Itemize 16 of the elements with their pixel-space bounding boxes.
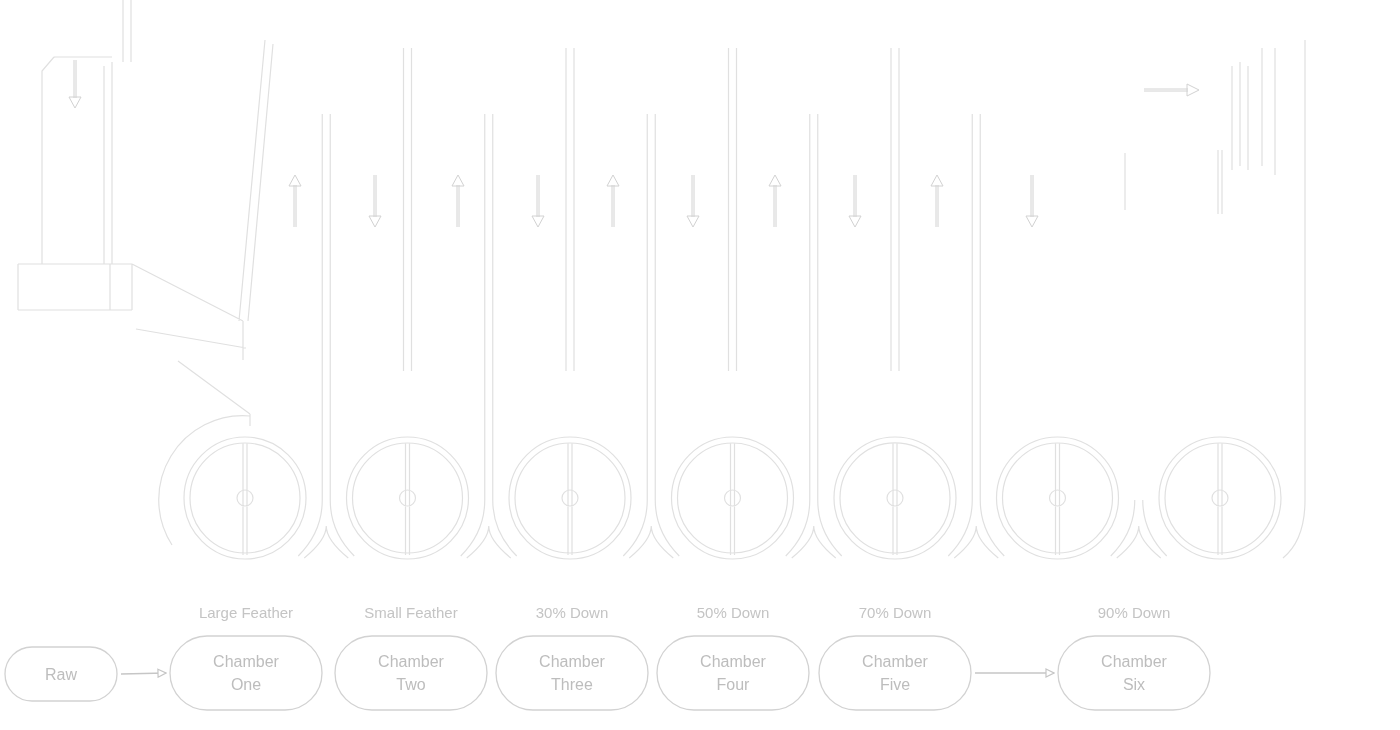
node-label: Raw (45, 664, 77, 685)
node-label: Chamber Six (1100, 652, 1168, 695)
rounded-node (5, 647, 117, 701)
node-label: Chamber Five (861, 652, 929, 695)
caption-text: Small Feather (363, 604, 459, 622)
node-label: Chamber Two (377, 652, 445, 695)
node-label: Chamber Four (699, 652, 767, 695)
node-label: Chamber Three (538, 652, 606, 695)
arrow (120, 668, 167, 678)
caption-text: 30% Down (534, 604, 610, 622)
caption-text: Large Feather (197, 604, 295, 622)
caption-text: 90% Down (1096, 604, 1172, 622)
caption-text: 50% Down (695, 604, 771, 622)
node-label: Chamber One (212, 652, 280, 695)
arrow (974, 668, 1055, 678)
caption-text: 70% Down (857, 604, 933, 622)
